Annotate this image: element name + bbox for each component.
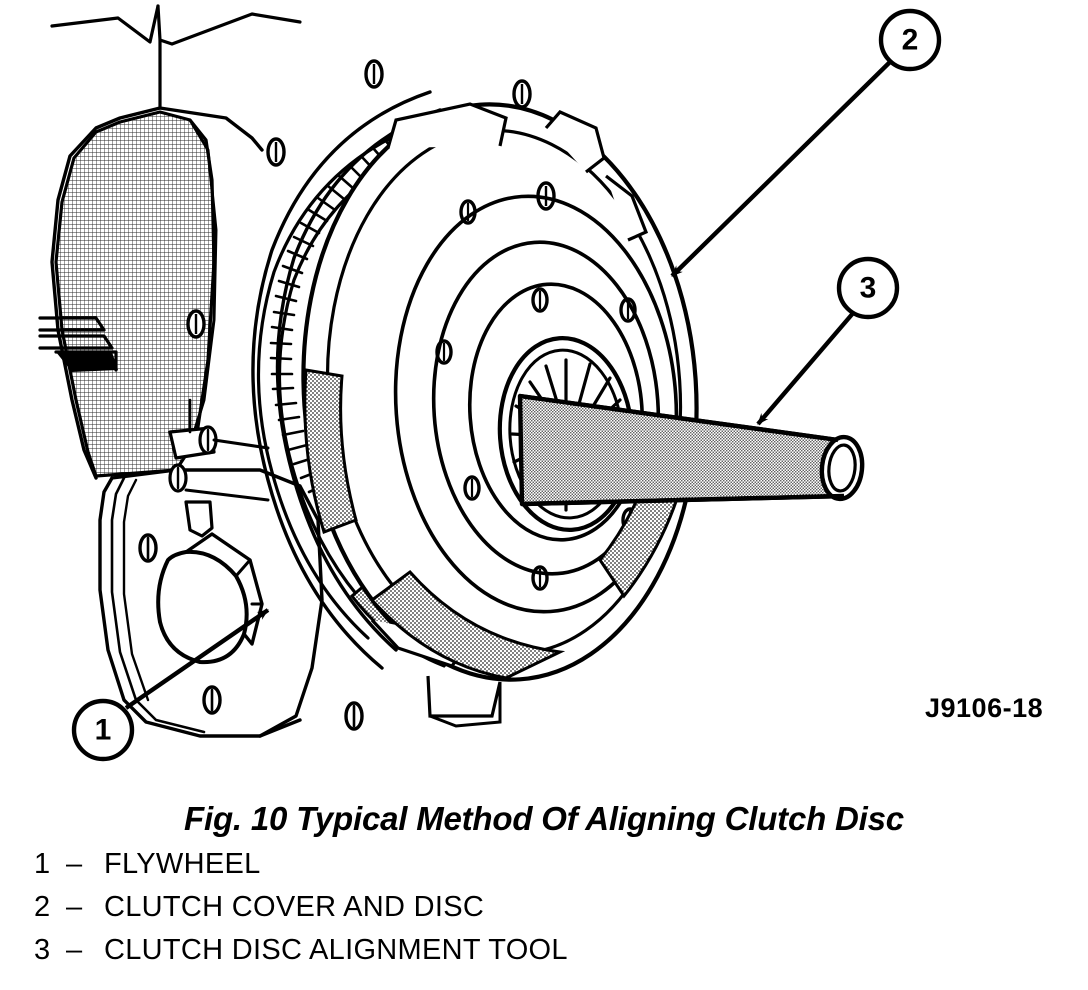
callout-leaders bbox=[124, 60, 892, 710]
callout-3-label: 3 bbox=[860, 272, 877, 305]
legend-item-3-number: 3 bbox=[34, 934, 51, 966]
clutch-disc-alignment-tool bbox=[517, 393, 865, 507]
housing-bolt-holes bbox=[138, 533, 364, 731]
legend-item-2: 2 – CLUTCH COVER AND DISC bbox=[34, 891, 834, 934]
callout-3-circle[interactable] bbox=[836, 256, 900, 320]
callout-1-circle[interactable] bbox=[71, 698, 135, 762]
legend-item-1-dash: – bbox=[66, 848, 83, 880]
caption-block: Fig. 10 Typical Method Of Aligning Clutc… bbox=[0, 790, 1088, 990]
legend-item-2-number: 2 bbox=[34, 891, 51, 923]
cover-shadow-wedge bbox=[369, 569, 566, 680]
legend-item-1: 1 – FLYWHEEL bbox=[34, 848, 834, 891]
clutch-assembly-illustration: 1 2 3 bbox=[38, 4, 942, 762]
legend-item-3-label: CLUTCH DISC ALIGNMENT TOOL bbox=[104, 934, 568, 966]
leader-line-2 bbox=[670, 60, 892, 278]
legend-item-1-label: FLYWHEEL bbox=[104, 848, 261, 880]
engine-block bbox=[38, 4, 302, 480]
callout-1-label: 1 bbox=[95, 714, 112, 747]
figure-part-code: J9106-18 bbox=[925, 693, 1044, 723]
bell-housing bbox=[98, 398, 364, 738]
callout-2-label: 2 bbox=[902, 24, 919, 57]
clutch-cover-bolt-holes bbox=[186, 59, 639, 591]
callout-3[interactable]: 3 bbox=[836, 256, 900, 320]
leader-line-1 bbox=[124, 608, 270, 710]
legend-item-3-dash: – bbox=[66, 934, 83, 966]
figure-title: Fig. 10 Typical Method Of Aligning Clutc… bbox=[184, 800, 904, 837]
callout-2[interactable]: 2 bbox=[878, 8, 942, 72]
figure-legend: 1 – FLYWHEEL 2 – CLUTCH COVER AND DISC 3… bbox=[34, 848, 834, 977]
pressure-plate bbox=[393, 194, 679, 614]
legend-item-2-dash: – bbox=[66, 891, 83, 923]
legend-item-1-number: 1 bbox=[34, 848, 51, 880]
callout-1[interactable]: 1 bbox=[71, 698, 135, 762]
legend-item-3: 3 – CLUTCH DISC ALIGNMENT TOOL bbox=[34, 934, 834, 977]
cover-shadow-wedge-left bbox=[303, 368, 358, 534]
legend-item-2-label: CLUTCH COVER AND DISC bbox=[104, 891, 485, 923]
leader-line-3 bbox=[756, 310, 856, 426]
callout-2-circle[interactable] bbox=[878, 8, 942, 72]
